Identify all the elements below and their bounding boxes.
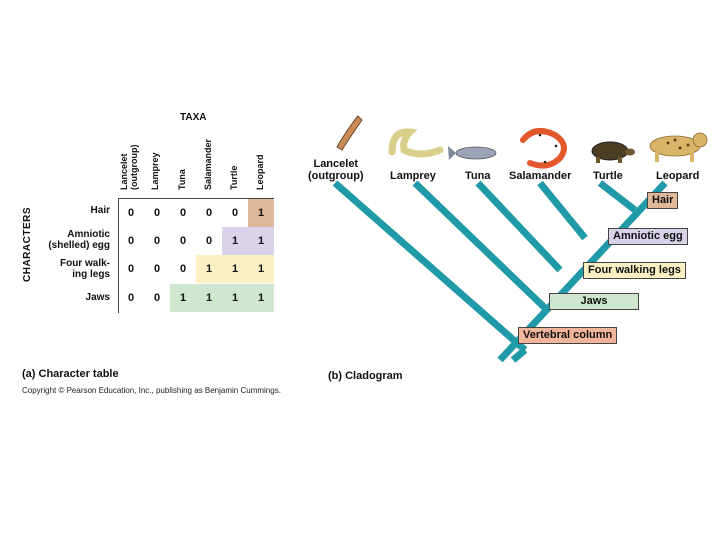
row-label-jaws: Jaws <box>86 292 110 303</box>
taxon-label-lamprey: Lamprey <box>390 170 436 182</box>
taxon-label-tuna: Tuna <box>465 170 491 182</box>
character-box-amniotic-egg: Amniotic egg <box>608 228 688 245</box>
row-label-line: Jaws <box>85 292 110 303</box>
lamprey-illustration <box>388 128 444 158</box>
table-cell: 1 <box>248 227 274 255</box>
table-cell: 0 <box>127 292 135 304</box>
copyright-notice: Copyright © Pearson Education, Inc., pub… <box>22 386 281 395</box>
leopard-illustration <box>649 132 708 162</box>
lancelet-illustration <box>336 115 363 151</box>
table-cell: 0 <box>153 207 161 219</box>
table-cell: 0 <box>205 207 213 219</box>
character-box-jaws: Jaws <box>549 293 639 310</box>
table-cell: 0 <box>127 207 135 219</box>
tuna-illustration <box>448 146 497 160</box>
row-label-line: ing legs <box>72 269 110 280</box>
taxon-label-lancelet: Lancelet (outgroup) <box>308 158 364 182</box>
cladogram-branch <box>537 180 588 241</box>
table-cell: 0 <box>153 292 161 304</box>
taxon-label-line: Lancelet <box>313 158 359 170</box>
character-box-four-walking-legs: Four walking legs <box>583 262 686 279</box>
cladogram-branch <box>475 180 563 273</box>
row-label-hair: Hair <box>91 205 110 216</box>
table-cell: 1 <box>248 199 274 227</box>
table-cell: 1 <box>170 284 196 312</box>
taxa-title: TAXA <box>180 112 207 123</box>
table-cell: 0 <box>153 235 161 247</box>
table-cell: 0 <box>231 207 239 219</box>
row-label-line: Amniotic <box>67 229 110 240</box>
taxon-label-turtle: Turtle <box>593 170 623 182</box>
table-cell: 0 <box>205 235 213 247</box>
character-box-hair: Hair <box>647 192 679 209</box>
table-cell: 0 <box>127 263 135 275</box>
taxon-label-salamander: Salamander <box>509 170 572 182</box>
taxon-label-line: (outgroup) <box>308 170 364 182</box>
table-cell: 0 <box>179 235 187 247</box>
salamander-illustration <box>520 128 567 169</box>
table-cell: 1 <box>248 255 274 283</box>
cladogram-branch <box>597 180 638 213</box>
row-label-line: Hair <box>90 205 110 216</box>
table-cell: 1 <box>248 284 274 312</box>
character-box-vertebral-column: Vertebral column <box>518 327 618 344</box>
table-cell: 1 <box>196 284 222 312</box>
table-cell: 0 <box>179 207 187 219</box>
table-cell: 1 <box>222 284 248 312</box>
row-label-four-walking-legs: Four walk- ing legs <box>60 258 110 280</box>
table-cell: 0 <box>179 263 187 275</box>
row-label-line: Four walk- <box>59 258 110 269</box>
table-cell: 0 <box>153 263 161 275</box>
cladogram-branch <box>510 347 528 363</box>
table-left-line <box>118 198 119 313</box>
cladogram-branch <box>412 180 548 311</box>
row-label-line: (shelled) egg <box>48 240 110 251</box>
turtle-illustration <box>591 141 635 163</box>
table-cell: 1 <box>222 255 248 283</box>
table-cell: 1 <box>222 227 248 255</box>
cladogram-caption: (b) Cladogram <box>328 370 403 382</box>
row-label-amniotic-egg: Amniotic (shelled) egg <box>48 229 110 251</box>
table-cell: 0 <box>127 235 135 247</box>
table-top-line <box>118 198 274 199</box>
taxon-label-leopard: Leopard <box>656 170 700 182</box>
cladogram-branch <box>332 180 528 353</box>
table-cell: 1 <box>196 255 222 283</box>
character-table-caption: (a) Character table <box>22 368 119 380</box>
